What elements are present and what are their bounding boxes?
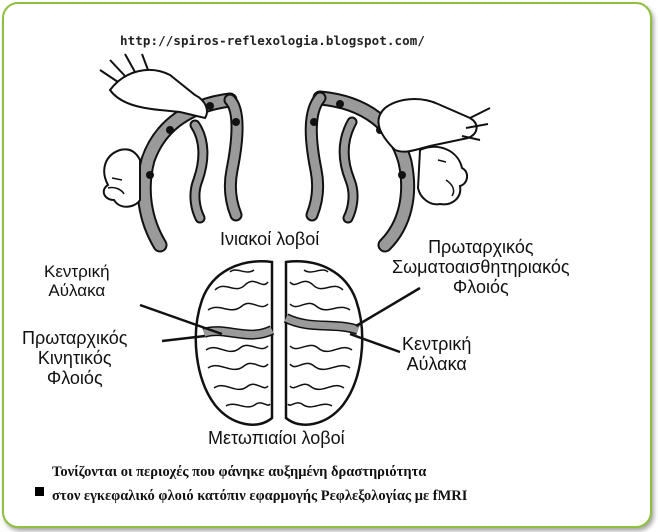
label-primary-motor: Πρωταρχικός Κινητικός Φλοιός — [22, 328, 127, 388]
pointer-lines — [140, 288, 420, 352]
caption-bullet — [35, 487, 44, 496]
label-occipital-lobes: Ινιακοί λοβοί — [220, 230, 319, 249]
label-line: Αύλακα — [402, 354, 471, 374]
label-line: Πρωταρχικός — [22, 328, 127, 348]
caption-line: στον εγκεφαλικό φλοιό κατόπιν εφαρμογής … — [52, 484, 467, 508]
left-homunculus — [100, 54, 240, 245]
label-line: Κεντρική — [44, 262, 110, 281]
label-central-sulcus-left: Κεντρική Αύλακα — [44, 262, 110, 300]
brain-top-view — [196, 261, 362, 424]
label-line: Φλοιός — [22, 368, 127, 388]
label-primary-somatosensory: Πρωταρχικός Σωματοαισθητηριακός Φλοιός — [392, 237, 570, 297]
label-line: Κινητικός — [22, 348, 127, 368]
label-line: Φλοιός — [392, 277, 570, 297]
label-line: Σωματοαισθητηριακός — [392, 257, 570, 277]
label-central-sulcus-right: Κεντρική Αύλακα — [402, 334, 471, 374]
label-line: Αύλακα — [44, 281, 110, 300]
figure-caption: Τονίζονται οι περιοχές που φάνηκε αυξημέ… — [52, 460, 467, 508]
right-homunculus — [310, 98, 490, 245]
label-line: Κεντρική — [402, 334, 471, 354]
label-frontal-lobes: Μετωπιαίοι λοβοί — [208, 429, 345, 448]
label-line: Πρωταρχικός — [392, 237, 570, 257]
caption-line: Τονίζονται οι περιοχές που φάνηκε αυξημέ… — [52, 460, 467, 484]
